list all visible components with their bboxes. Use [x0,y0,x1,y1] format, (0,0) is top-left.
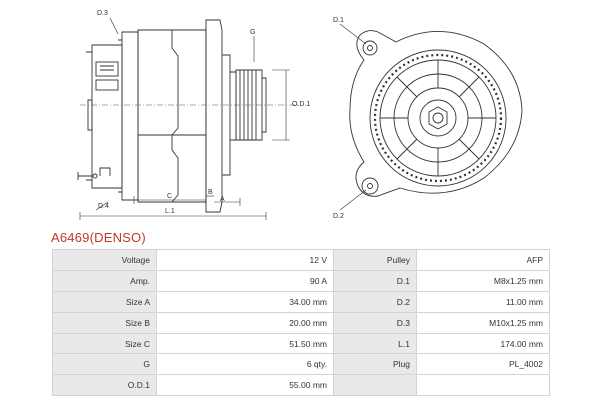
spec-label: Plug [333,353,417,376]
spec-value: M10x1.25 mm [416,311,550,334]
spec-value [416,374,550,397]
spec-value: PL_4002 [416,353,550,376]
spec-label [333,374,417,397]
front-view-leaders [339,23,367,211]
spec-value: 174.00 mm [416,332,550,355]
table-row: G 6 qty. Plug PL_4002 [52,353,550,376]
spec-label: G [52,353,157,376]
label-g: G [250,29,255,36]
table-row: Size C 51.50 mm L.1 174.00 mm [52,332,550,355]
alternator-technical-drawing: D.3 G O.D.1 D.4 C B A L.1 D.1 D.2 [77,10,523,220]
spec-label: L.1 [333,332,417,355]
table-row: O.D.1 55.00 mm [52,374,550,397]
label-c: C [167,193,172,200]
spec-label: D.1 [333,269,417,292]
spec-value: M8x1.25 mm [416,269,550,292]
label-l1: L.1 [165,208,175,215]
spec-label: O.D.1 [52,374,157,397]
spec-label: Size A [52,290,157,313]
label-d2: D.2 [333,213,344,220]
spec-value: AFP [416,249,550,271]
spec-value: 51.50 mm [156,332,334,355]
dimension-lines [79,17,290,220]
label-a: A [220,196,225,203]
spec-label: Size C [52,332,157,355]
spec-value: 12 V [156,249,334,271]
table-row: Voltage 12 V Pulley AFP [52,249,550,271]
table-row: Amp. 90 A D.1 M8x1.25 mm [52,269,550,292]
spec-value: 6 qty. [156,353,334,376]
table-row: Size A 34.00 mm D.2 11.00 mm [52,290,550,313]
label-d3: D.3 [97,10,108,17]
alternator-side-view [77,19,267,213]
spec-label: Voltage [52,249,157,271]
table-row: Size B 20.00 mm D.3 M10x1.25 mm [52,311,550,334]
spec-label: Amp. [52,269,157,292]
spec-label: D.2 [333,290,417,313]
label-d1: D.1 [333,17,344,24]
spec-value: 90 A [156,269,334,292]
specifications-table: Voltage 12 V Pulley AFP Amp. 90 A D.1 M8… [52,249,550,397]
vent-slots [373,53,503,183]
spec-label: D.3 [333,311,417,334]
label-b: B [208,189,213,196]
label-d4: D.4 [98,203,109,210]
label-od1: O.D.1 [292,101,310,108]
alternator-front-view [349,30,523,197]
spec-value: 55.00 mm [156,374,334,397]
spec-value: 34.00 mm [156,290,334,313]
spec-value: 20.00 mm [156,311,334,334]
spec-label: Pulley [333,249,417,271]
spec-label: Size B [52,311,157,334]
spec-value: 11.00 mm [416,290,550,313]
part-number-title: A6469(DENSO) [51,230,146,245]
